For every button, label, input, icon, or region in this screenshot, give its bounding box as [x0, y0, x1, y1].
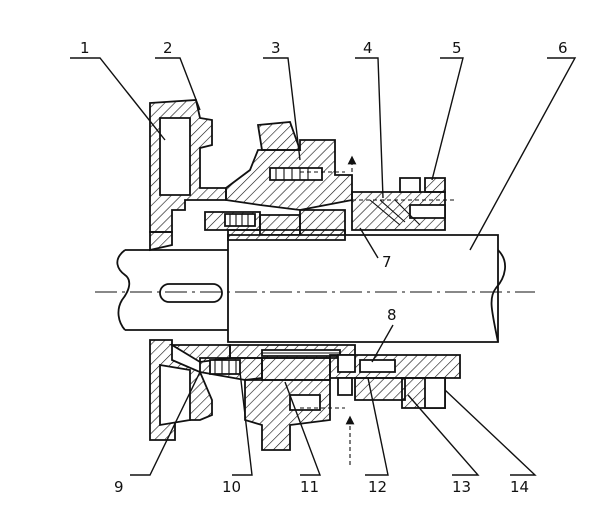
shaft-sleeve: [227, 229, 499, 343]
gland-bottom: [244, 377, 446, 451]
label-11: 11: [300, 478, 319, 496]
label-10: 10: [222, 478, 241, 496]
seal-bottom: [199, 344, 461, 381]
label-8: 8: [387, 306, 397, 324]
pump-casing: [149, 99, 231, 441]
label-9: 9: [114, 478, 124, 496]
label-14: 14: [510, 478, 529, 496]
part-labels: 1 2 3 4 5 6 7 8 9 10 11 12 13 14: [80, 39, 568, 496]
shaft: [116, 249, 506, 343]
seal-gland-top: [225, 121, 353, 211]
flow-arrows: [300, 155, 455, 465]
housing-top: [351, 177, 446, 231]
label-7: 7: [382, 253, 392, 271]
label-6: 6: [558, 39, 568, 57]
label-1: 1: [80, 39, 90, 57]
label-5: 5: [452, 39, 462, 57]
label-12: 12: [368, 478, 387, 496]
label-2: 2: [163, 39, 173, 57]
leader-lines: [70, 57, 577, 476]
label-13: 13: [452, 478, 471, 496]
label-3: 3: [271, 39, 281, 57]
label-4: 4: [363, 39, 373, 57]
